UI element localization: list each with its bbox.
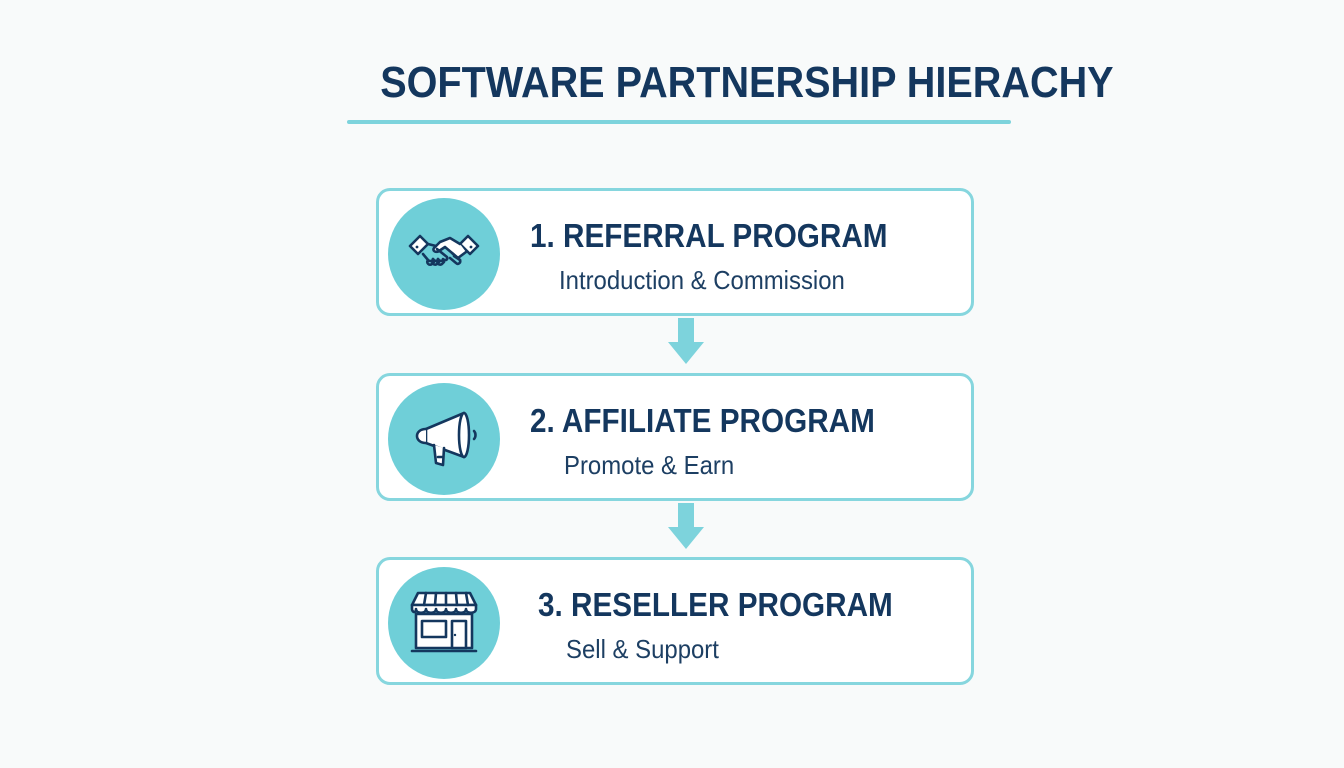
step-card-referral: 1. REFERRAL PROGRAM Introduction & Commi… <box>376 188 974 316</box>
step-card-affiliate: 2. AFFILIATE PROGRAM Promote & Earn <box>376 373 974 501</box>
page-title: SOFTWARE PARTNERSHIP HIERACHY <box>380 58 1114 107</box>
step-title: 1. REFERRAL PROGRAM <box>530 217 888 254</box>
step-card-reseller: 3. RESELLER PROGRAM Sell & Support <box>376 557 974 685</box>
step-subtitle: Sell & Support <box>566 634 719 664</box>
step-icon-badge <box>388 383 500 495</box>
arrow-down-icon <box>668 318 704 364</box>
flow-arrow-down <box>666 318 706 366</box>
step-icon-badge <box>388 198 500 310</box>
step-subtitle: Introduction & Commission <box>559 265 845 295</box>
step-title: 3. RESELLER PROGRAM <box>538 586 893 623</box>
step-title: 2. AFFILIATE PROGRAM <box>530 402 875 439</box>
step-icon-badge <box>388 567 500 679</box>
arrow-down-icon <box>668 503 704 549</box>
handshake-icon <box>408 234 480 266</box>
megaphone-icon <box>415 411 477 467</box>
title-underline <box>347 120 1011 124</box>
step-subtitle: Promote & Earn <box>564 450 735 480</box>
flow-arrow-down <box>666 503 706 551</box>
storefront-icon <box>410 591 478 653</box>
